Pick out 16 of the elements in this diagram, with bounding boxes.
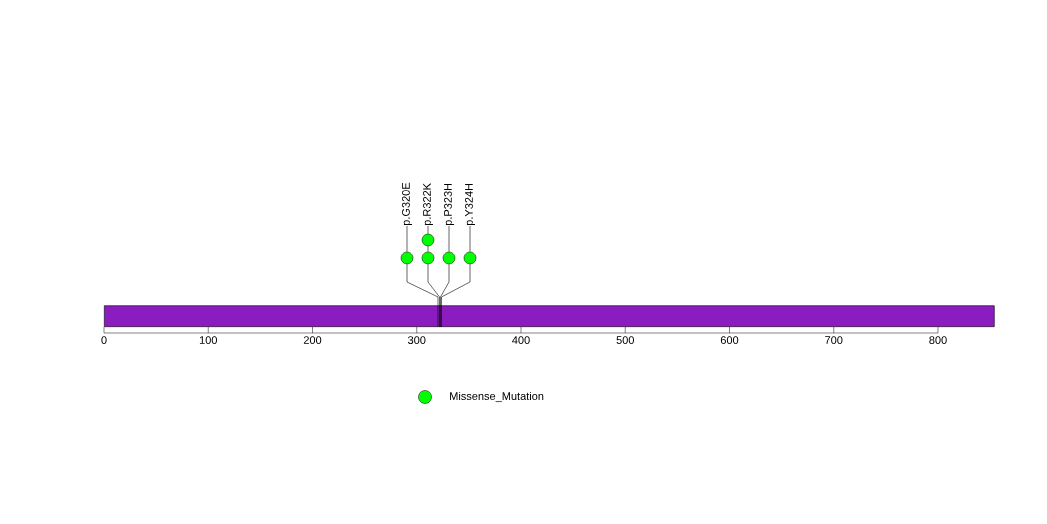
- stem-line: [469, 225, 471, 253]
- mutation-label: p.P323H: [444, 183, 454, 226]
- stem-line: [427, 225, 429, 235]
- stem-line: [448, 225, 450, 253]
- protein-bar: [104, 305, 995, 327]
- connector-line: [406, 263, 439, 328]
- connector-line: [441, 263, 471, 328]
- connector-line: [440, 263, 450, 328]
- mutation-label: p.G320E: [402, 182, 412, 226]
- stem-line: [427, 245, 429, 253]
- connector-line: [427, 263, 440, 328]
- tick-label: 0: [101, 336, 107, 344]
- legend-label: Missense_Mutation: [450, 391, 544, 403]
- stem-line: [406, 225, 408, 253]
- mutation-label: p.R322K: [423, 183, 433, 226]
- mutation-label: p.Y324H: [465, 183, 475, 226]
